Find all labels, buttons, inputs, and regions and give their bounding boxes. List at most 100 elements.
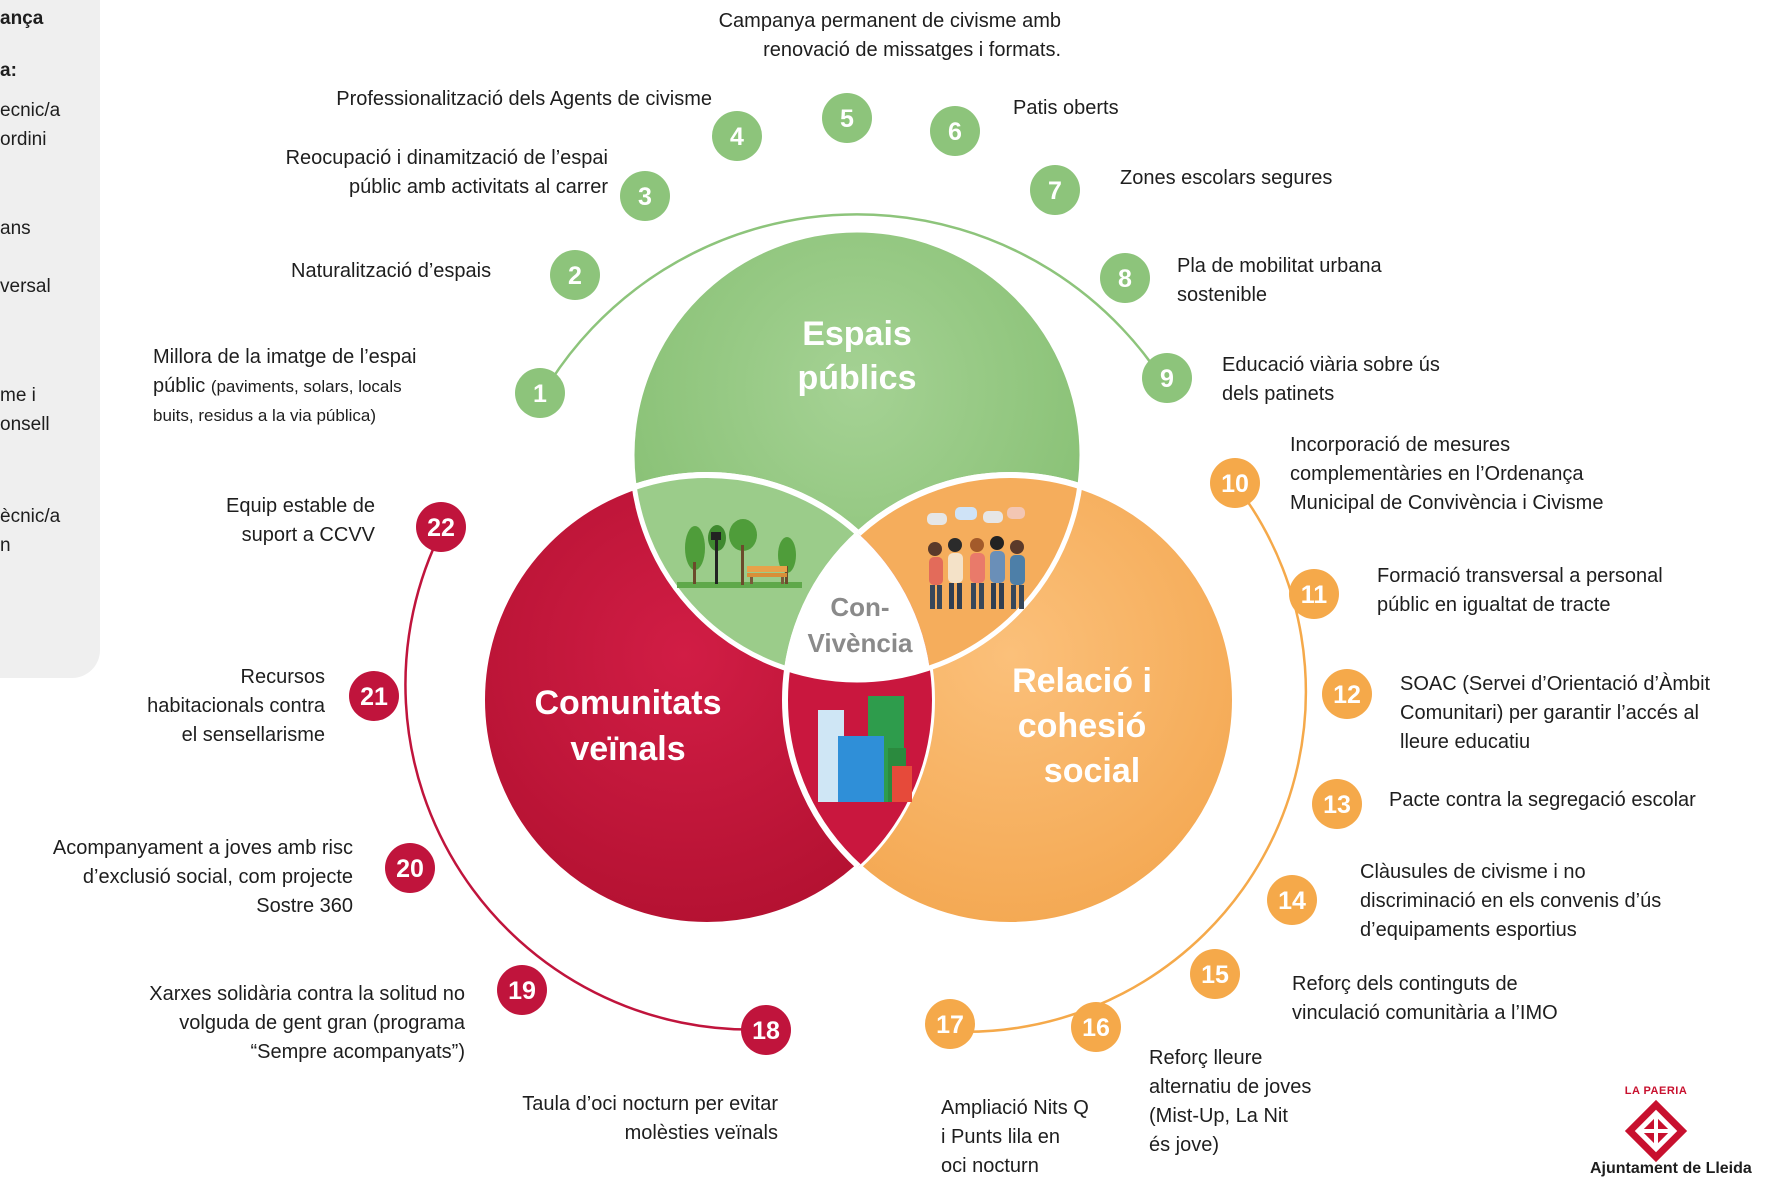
badge-19: 19 <box>497 965 547 1015</box>
logo-top-text: LA PAERIA <box>1624 1085 1688 1097</box>
badge-17: 17 <box>925 999 975 1049</box>
badge-22: 22 <box>416 502 466 552</box>
measure-line: Reocupació i dinamització de l’espai <box>285 147 608 169</box>
arc-comunitats <box>404 527 771 1031</box>
badge-number: 10 <box>1221 470 1249 498</box>
measure-line: sostenible <box>1177 284 1268 306</box>
badge-16: 16 <box>1071 1002 1121 1052</box>
badge-number: 1 <box>533 380 547 408</box>
label-relacio-l1: Relació i <box>1012 662 1152 700</box>
measure-line: (Mist-Up, La Nit <box>1149 1105 1288 1127</box>
measure-label-11: Formació transversal a personal públic en… <box>1377 562 1663 620</box>
badge-6: 6 <box>930 106 980 156</box>
badge-number: 2 <box>568 262 582 290</box>
measure-line: Reforç lleure <box>1149 1047 1263 1069</box>
label-comunitats-l1: Comunitats <box>535 684 722 722</box>
measure-line: volguda de gent gran (programa <box>179 1012 465 1034</box>
measure-line: Reforç dels continguts de <box>1292 973 1518 995</box>
badge-8: 8 <box>1100 253 1150 303</box>
side-panel-line: me i <box>0 385 36 406</box>
label-comunitats-l2: veïnals <box>570 730 685 768</box>
side-panel-line: ans <box>0 218 31 239</box>
measure-line: “Sempre acompanyats”) <box>250 1041 465 1063</box>
buildings-icon <box>818 696 912 802</box>
side-panel-line: ecnic/a <box>0 100 61 121</box>
measure-label-20: Acompanyament a joves amb risc d’exclusió… <box>0 834 353 921</box>
badge-7: 7 <box>1030 165 1080 215</box>
measure-line: Acompanyament a joves amb risc <box>52 837 353 859</box>
measure-label-6: Patis oberts <box>1013 94 1119 123</box>
badge-2: 2 <box>550 250 600 300</box>
measure-line: Sostre 360 <box>256 895 353 917</box>
center-label-l2: Vivència <box>807 628 913 658</box>
badge-number: 4 <box>730 123 744 151</box>
measure-line: Formació transversal a personal <box>1377 565 1663 587</box>
measure-line: Millora de la imatge de l’espai <box>153 346 417 368</box>
badge-1: 1 <box>515 368 565 418</box>
side-panel-line: n <box>0 535 11 556</box>
badge-18: 18 <box>741 1005 791 1055</box>
badge-number: 8 <box>1118 265 1132 293</box>
measure-line: suport a CCVV <box>241 524 375 546</box>
measure-line: el sensellarisme <box>181 724 325 746</box>
measure-line: i Punts lila en <box>941 1126 1060 1148</box>
measure-label-16: Reforç lleure alternatiu de joves (Mist-Up… <box>1149 1044 1311 1160</box>
measure-line: Pacte contra la segregació escolar <box>1389 789 1696 811</box>
measure-line: públic en igualtat de tracte <box>1377 594 1611 616</box>
measure-line: discriminació en els convenis d’ús <box>1360 890 1662 912</box>
badge-number: 12 <box>1333 681 1361 709</box>
measure-line: Zones escolars segures <box>1120 167 1333 189</box>
label-espais-l1: Espais <box>802 315 912 353</box>
measure-line: renovació de missatges i formats. <box>763 39 1061 61</box>
badge-number: 18 <box>752 1017 780 1045</box>
badge-9: 9 <box>1142 353 1192 403</box>
center-region <box>785 475 932 680</box>
badge-5: 5 <box>822 93 872 143</box>
measure-label-13: Pacte contra la segregació escolar <box>1389 786 1696 815</box>
side-panel-line: a: <box>0 60 17 81</box>
park-icon <box>677 519 802 588</box>
badge-number: 11 <box>1301 581 1328 609</box>
measure-line: vinculació comunitària a l’IMO <box>1292 1002 1558 1024</box>
paeria-shield-icon <box>1624 1099 1688 1163</box>
badge-number: 14 <box>1278 887 1306 915</box>
side-panel-line: ança <box>0 8 44 29</box>
badge-number: 15 <box>1201 961 1229 989</box>
label-relacio-l2: cohesió <box>1018 707 1146 745</box>
measure-line: oci nocturn <box>941 1155 1039 1177</box>
measure-line: és jove) <box>1149 1134 1220 1156</box>
badge-number: 20 <box>396 855 424 883</box>
badge-20: 20 <box>385 843 435 893</box>
measure-line: Recursos <box>240 666 325 688</box>
badge-number: 16 <box>1082 1014 1110 1042</box>
measure-line: d’exclusió social, com projecte <box>82 866 353 888</box>
badge-number: 6 <box>948 118 962 146</box>
people-talking-icon <box>927 507 1025 609</box>
badge-number: 13 <box>1323 791 1351 819</box>
measure-line: alternatiu de joves <box>1149 1076 1312 1098</box>
measure-line: Pla de mobilitat urbana <box>1177 255 1382 277</box>
badge-12: 12 <box>1322 669 1372 719</box>
label-relacio-l3: social <box>1044 752 1140 790</box>
measure-label-4: Professionalització dels Agents de civis… <box>0 85 712 114</box>
measure-line: d’equipaments esportius <box>1360 919 1577 941</box>
measure-line: complementàries en l’Ordenança <box>1290 463 1584 485</box>
measure-line: Municipal de Convivència i Civisme <box>1290 492 1604 514</box>
measure-line: Comunitari) per garantir l’accés al <box>1400 702 1700 724</box>
measure-line: públic (paviments, solars, locals <box>153 372 416 401</box>
measure-line: Educació viària sobre ús <box>1222 354 1440 376</box>
badge-21: 21 <box>349 671 399 721</box>
logo-bottom-text: Ajuntament de Lleida <box>1590 1160 1752 1177</box>
measure-line-main: públic <box>153 375 211 397</box>
badge-number: 5 <box>840 105 854 133</box>
side-panel-line: versal <box>0 276 51 297</box>
